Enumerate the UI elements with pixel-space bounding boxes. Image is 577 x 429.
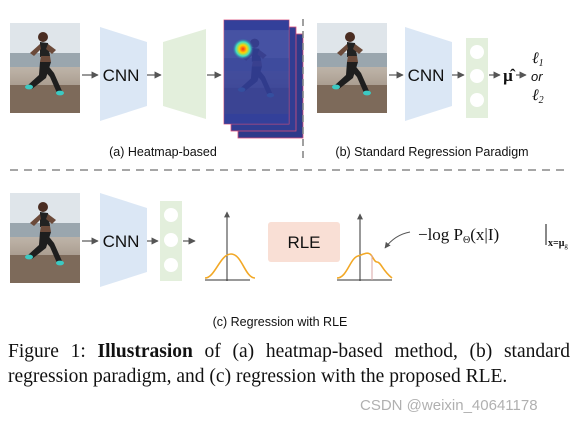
loss-l2: ℓ2 bbox=[532, 87, 544, 106]
panel-c-caption: (c) Regression with RLE bbox=[213, 315, 348, 329]
runner-photo bbox=[317, 23, 387, 113]
fc-layer bbox=[466, 38, 488, 118]
cnn-label: CNN bbox=[103, 232, 140, 251]
cnn-encoder-block bbox=[100, 27, 147, 121]
rle-block bbox=[268, 222, 340, 262]
rle-loss-formula: −log PΘ(x|I) bbox=[418, 225, 499, 246]
mu-hat-symbol: μ̂ bbox=[503, 66, 516, 85]
caption-prefix: Figure 1: bbox=[8, 341, 86, 362]
formula-pointer-arrow bbox=[384, 231, 411, 249]
cnn-encoder-block bbox=[405, 27, 452, 121]
or-label: or bbox=[531, 69, 543, 84]
panel-c-regression-with-rle: CNN RLE −log PΘ(x|I) x=μg (c) Regression… bbox=[10, 193, 568, 329]
cnn-label: CNN bbox=[103, 66, 140, 85]
heatmap-head-block bbox=[163, 29, 206, 119]
panel-b-standard-regression: CNN μ̂ ℓ1 or ℓ2 (b) Standard Regression … bbox=[317, 23, 544, 159]
figure-caption: Figure 1: Illustrasion of (a) heatmap-ba… bbox=[8, 339, 570, 389]
caption-bold-term: Illustrasion bbox=[97, 341, 193, 362]
cnn-encoder-block bbox=[100, 193, 147, 287]
panel-a-heatmap-based: CNN (a) Heatmap-based bbox=[10, 19, 304, 159]
runner-photo bbox=[10, 193, 80, 283]
runner-photo bbox=[10, 23, 80, 113]
cnn-label: CNN bbox=[408, 66, 445, 85]
loss-l1: ℓ1 bbox=[532, 50, 544, 69]
formula-eval-subscript: x=μg bbox=[548, 238, 568, 250]
panel-a-caption: (a) Heatmap-based bbox=[109, 145, 217, 159]
flow-distribution-plot bbox=[336, 213, 393, 281]
watermark: CSDN @weixin_40641178 bbox=[360, 397, 538, 414]
heatmap-stack bbox=[223, 19, 304, 139]
fc-layer bbox=[160, 201, 182, 281]
gaussian-distribution-plot bbox=[204, 211, 256, 281]
caption-text: of (a) heatmap-based method, (b) standar… bbox=[8, 341, 571, 387]
panel-b-caption: (b) Standard Regression Paradigm bbox=[335, 145, 528, 159]
rle-label: RLE bbox=[287, 233, 320, 252]
